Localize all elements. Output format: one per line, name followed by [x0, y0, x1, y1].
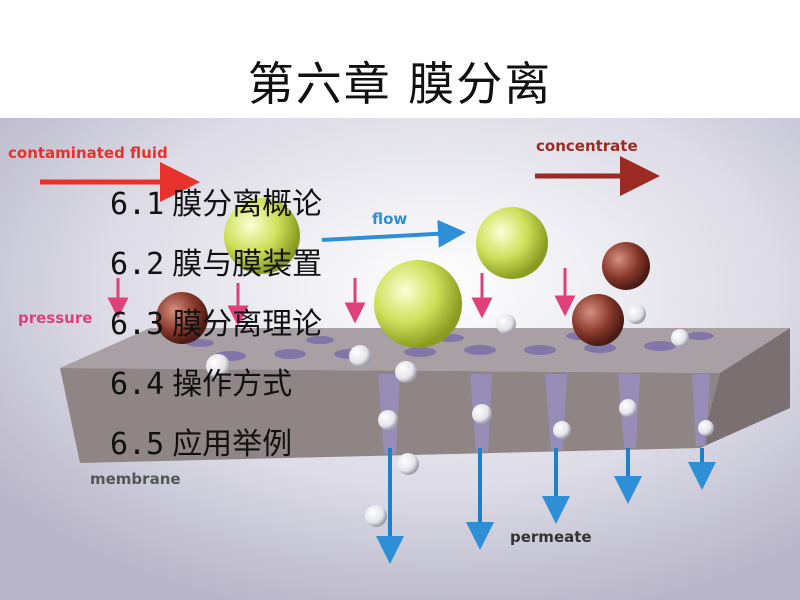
label-flow: flow — [372, 210, 407, 228]
label-permeate: permeate — [510, 528, 592, 546]
toc-number: 6.2 — [110, 247, 165, 282]
toc-number: 6.5 — [110, 427, 165, 462]
toc-number: 6.4 — [110, 367, 165, 402]
toc-text: 膜与膜装置 — [172, 247, 323, 282]
slide-title: 第六章 膜分离 — [247, 57, 553, 111]
permeate-arrows — [376, 448, 716, 564]
label-membrane: membrane — [90, 470, 181, 488]
pressure-arrows — [107, 268, 576, 327]
toc-text: 膜分离理论 — [172, 307, 323, 342]
toc-text: 应用举例 — [172, 427, 293, 462]
label-contaminated-fluid: contaminated fluid — [8, 144, 168, 162]
toc-number: 6.3 — [110, 307, 165, 342]
flow-arrow — [321, 219, 466, 248]
particles — [156, 198, 714, 527]
label-concentrate: concentrate — [536, 137, 638, 155]
toc-text: 膜分离概论 — [172, 187, 323, 222]
membrane-illustration: contaminated fluid concentrate flow pres… — [0, 118, 800, 600]
label-pressure: pressure — [18, 309, 92, 327]
toc-text: 操作方式 — [172, 367, 293, 402]
toc-number: 6.1 — [110, 187, 165, 222]
membrane-diagram-svg: contaminated fluid concentrate flow pres… — [0, 118, 800, 600]
